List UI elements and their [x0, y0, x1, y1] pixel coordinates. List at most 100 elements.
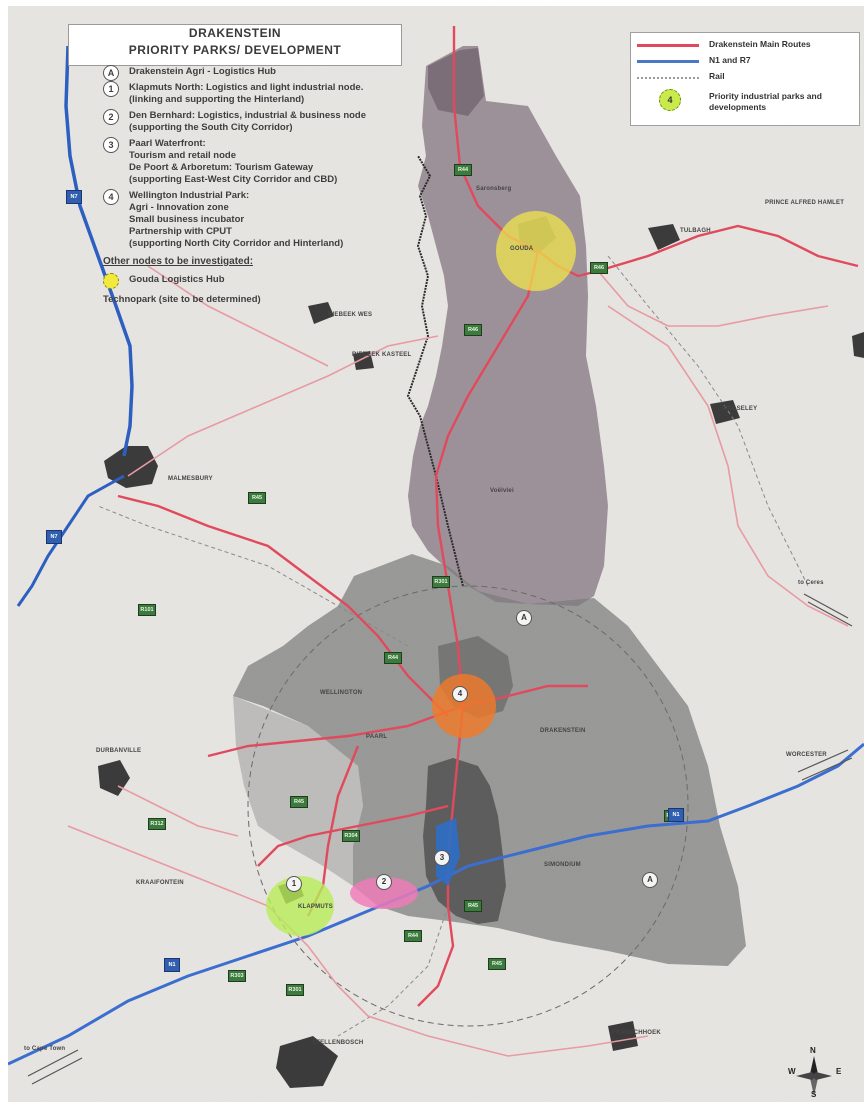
note-2: 2 Den Bernhard: Logistics, industrial & … — [103, 109, 423, 134]
logistics-radius — [247, 585, 689, 1027]
node-klapmuts — [266, 876, 334, 936]
node-marker-a: A — [516, 610, 532, 626]
note-line: Klapmuts North: Logistics and light indu… — [129, 82, 364, 93]
route-shield: R303 — [228, 970, 246, 982]
legend-label: N1 and R7 — [709, 55, 751, 65]
label-franschhoek: FRANSCHHOEK — [612, 1030, 661, 1036]
label-riebeek-kasteel: RIEBEEK KASTEEL — [352, 352, 412, 358]
label-tulbagh: TULBAGH — [680, 228, 711, 234]
label-hermon: Voëlvlei — [490, 488, 514, 494]
note-1: 1 Klapmuts North: Logistics and light in… — [103, 81, 423, 106]
note-line: Wellington Industrial Park: — [129, 190, 250, 201]
route-shield: R45 — [464, 900, 482, 912]
gouda-hub-label: Gouda Logistics Hub — [129, 274, 225, 285]
map-title-box: DRAKENSTEIN PRIORITY PARKS/ DEVELOPMENT — [68, 24, 402, 66]
map-subtitle: PRIORITY PARKS/ DEVELOPMENT — [128, 43, 342, 57]
compass-n: N — [810, 1046, 816, 1055]
note-line: Drakenstein Agri - Logistics Hub — [129, 66, 276, 77]
town-malmesbury — [104, 446, 158, 488]
route-shield: R45 — [248, 492, 266, 504]
note-line: Den Bernhard: Logistics, industrial & bu… — [129, 110, 367, 121]
route-shield: R44 — [454, 164, 472, 176]
priority-notes: A Drakenstein Agri - Logistics Hub 1 Kla… — [103, 65, 423, 306]
municipal-area-north — [408, 46, 608, 606]
label-wolseley: WOLSELEY — [722, 406, 758, 412]
route-shield: R301 — [286, 984, 304, 996]
rail-west — [97, 505, 409, 647]
legend-rail: Rail — [637, 71, 857, 83]
route-shield: R44 — [404, 930, 422, 942]
direction-arrows — [27, 593, 853, 1085]
note-line: Partnership with CPUT — [129, 226, 232, 237]
secondary-routes — [67, 265, 849, 1057]
n1-route — [8, 742, 864, 1066]
note-key: 4 — [103, 189, 119, 205]
node-marker-4: 4 — [452, 686, 468, 702]
other-nodes-heading: Other nodes to be investigated: — [103, 256, 254, 267]
compass-rose: N W E S — [784, 1046, 844, 1110]
legend-priority-icon: 4 — [659, 89, 681, 111]
label-saron: Saronsberg — [476, 186, 512, 192]
route-shield: R45 — [290, 796, 308, 808]
legend-national-roads: N1 and R7 — [637, 55, 857, 67]
label-paarl: PAARL — [366, 734, 388, 740]
route-shield: R44 — [384, 652, 402, 664]
note-line: Paarl Waterfront: — [129, 138, 206, 149]
label-stellenbosch: STELLENBOSCH — [312, 1040, 364, 1046]
label-kraaifontein: KRAAIFONTEIN — [136, 880, 184, 886]
node-marker-2: 2 — [376, 874, 392, 890]
node-paarl-waterfront — [350, 877, 418, 909]
legend-priority: 4 Priority industrial parks and developm… — [637, 89, 857, 117]
note-line: (supporting East-West City Corridor and … — [129, 174, 338, 185]
note-line: (supporting the South City Corridor) — [129, 122, 293, 133]
paarl-urban — [423, 758, 506, 924]
node-marker-3: 3 — [434, 850, 450, 866]
node-marker-a: A — [642, 872, 658, 888]
route-shield: R45 — [488, 958, 506, 970]
note-3: 3 Paarl Waterfront: Tourism and retail n… — [103, 137, 423, 186]
n7-shield: N7 — [66, 190, 82, 204]
legend-swatch — [637, 44, 699, 47]
map-canvas — [8, 6, 864, 1102]
north-dark-lobe — [428, 48, 484, 116]
note-a: A Drakenstein Agri - Logistics Hub — [103, 65, 423, 81]
label-prince-alfred-hamlet: PRINCE ALFRED HAMLET — [765, 200, 845, 206]
map-title: DRAKENSTEIN — [188, 26, 282, 40]
label-drakenstein: DRAKENSTEIN — [540, 728, 586, 734]
route-shield: R46 — [464, 324, 482, 336]
label-to-ceres: to Ceres — [798, 580, 824, 586]
legend-swatch — [637, 77, 699, 80]
legend-label: Priority industrial parks and — [709, 91, 822, 101]
technopark-note: Technopark (site to be determined) — [103, 294, 261, 305]
note-line: Tourism and retail node — [129, 150, 236, 161]
label-simondium: SIMONDIUM — [544, 862, 581, 868]
note-key: 3 — [103, 137, 119, 153]
note-line: (linking and supporting the Hinterland) — [129, 94, 305, 105]
rail-north — [607, 255, 809, 587]
label-klapmuts: KLAPMUTS — [298, 904, 333, 910]
node-wellington — [432, 674, 496, 738]
town-riebeek-west — [308, 302, 334, 324]
label-malmesbury: MALMESBURY — [168, 476, 213, 482]
route-shield: R312 — [148, 818, 166, 830]
compass-e: E — [836, 1067, 842, 1076]
n1-shield: N1 — [668, 808, 684, 822]
note-key: 1 — [103, 81, 119, 97]
label-durbanville: DURBANVILLE — [96, 748, 142, 754]
legend-main-routes: Drakenstein Main Routes — [637, 39, 857, 51]
berg-river — [406, 155, 464, 587]
label-gouda: GOUDA — [510, 246, 534, 252]
node-gouda-hub — [496, 211, 576, 291]
municipal-area-south — [233, 554, 746, 966]
note-line: De Poort & Arboretum: Tourism Gateway — [129, 162, 314, 173]
n7-shield: N7 — [46, 530, 62, 544]
town-ceres — [852, 332, 864, 358]
note-key: 2 — [103, 109, 119, 125]
legend-label: developments — [709, 102, 767, 112]
legend-label: Drakenstein Main Routes — [709, 39, 811, 49]
town-durbanville — [98, 760, 130, 796]
route-shield: R301 — [432, 576, 450, 588]
note-line: (supporting North City Corridor and Hint… — [129, 238, 344, 249]
label-to-cape-town: to Cape Town — [24, 1046, 66, 1052]
